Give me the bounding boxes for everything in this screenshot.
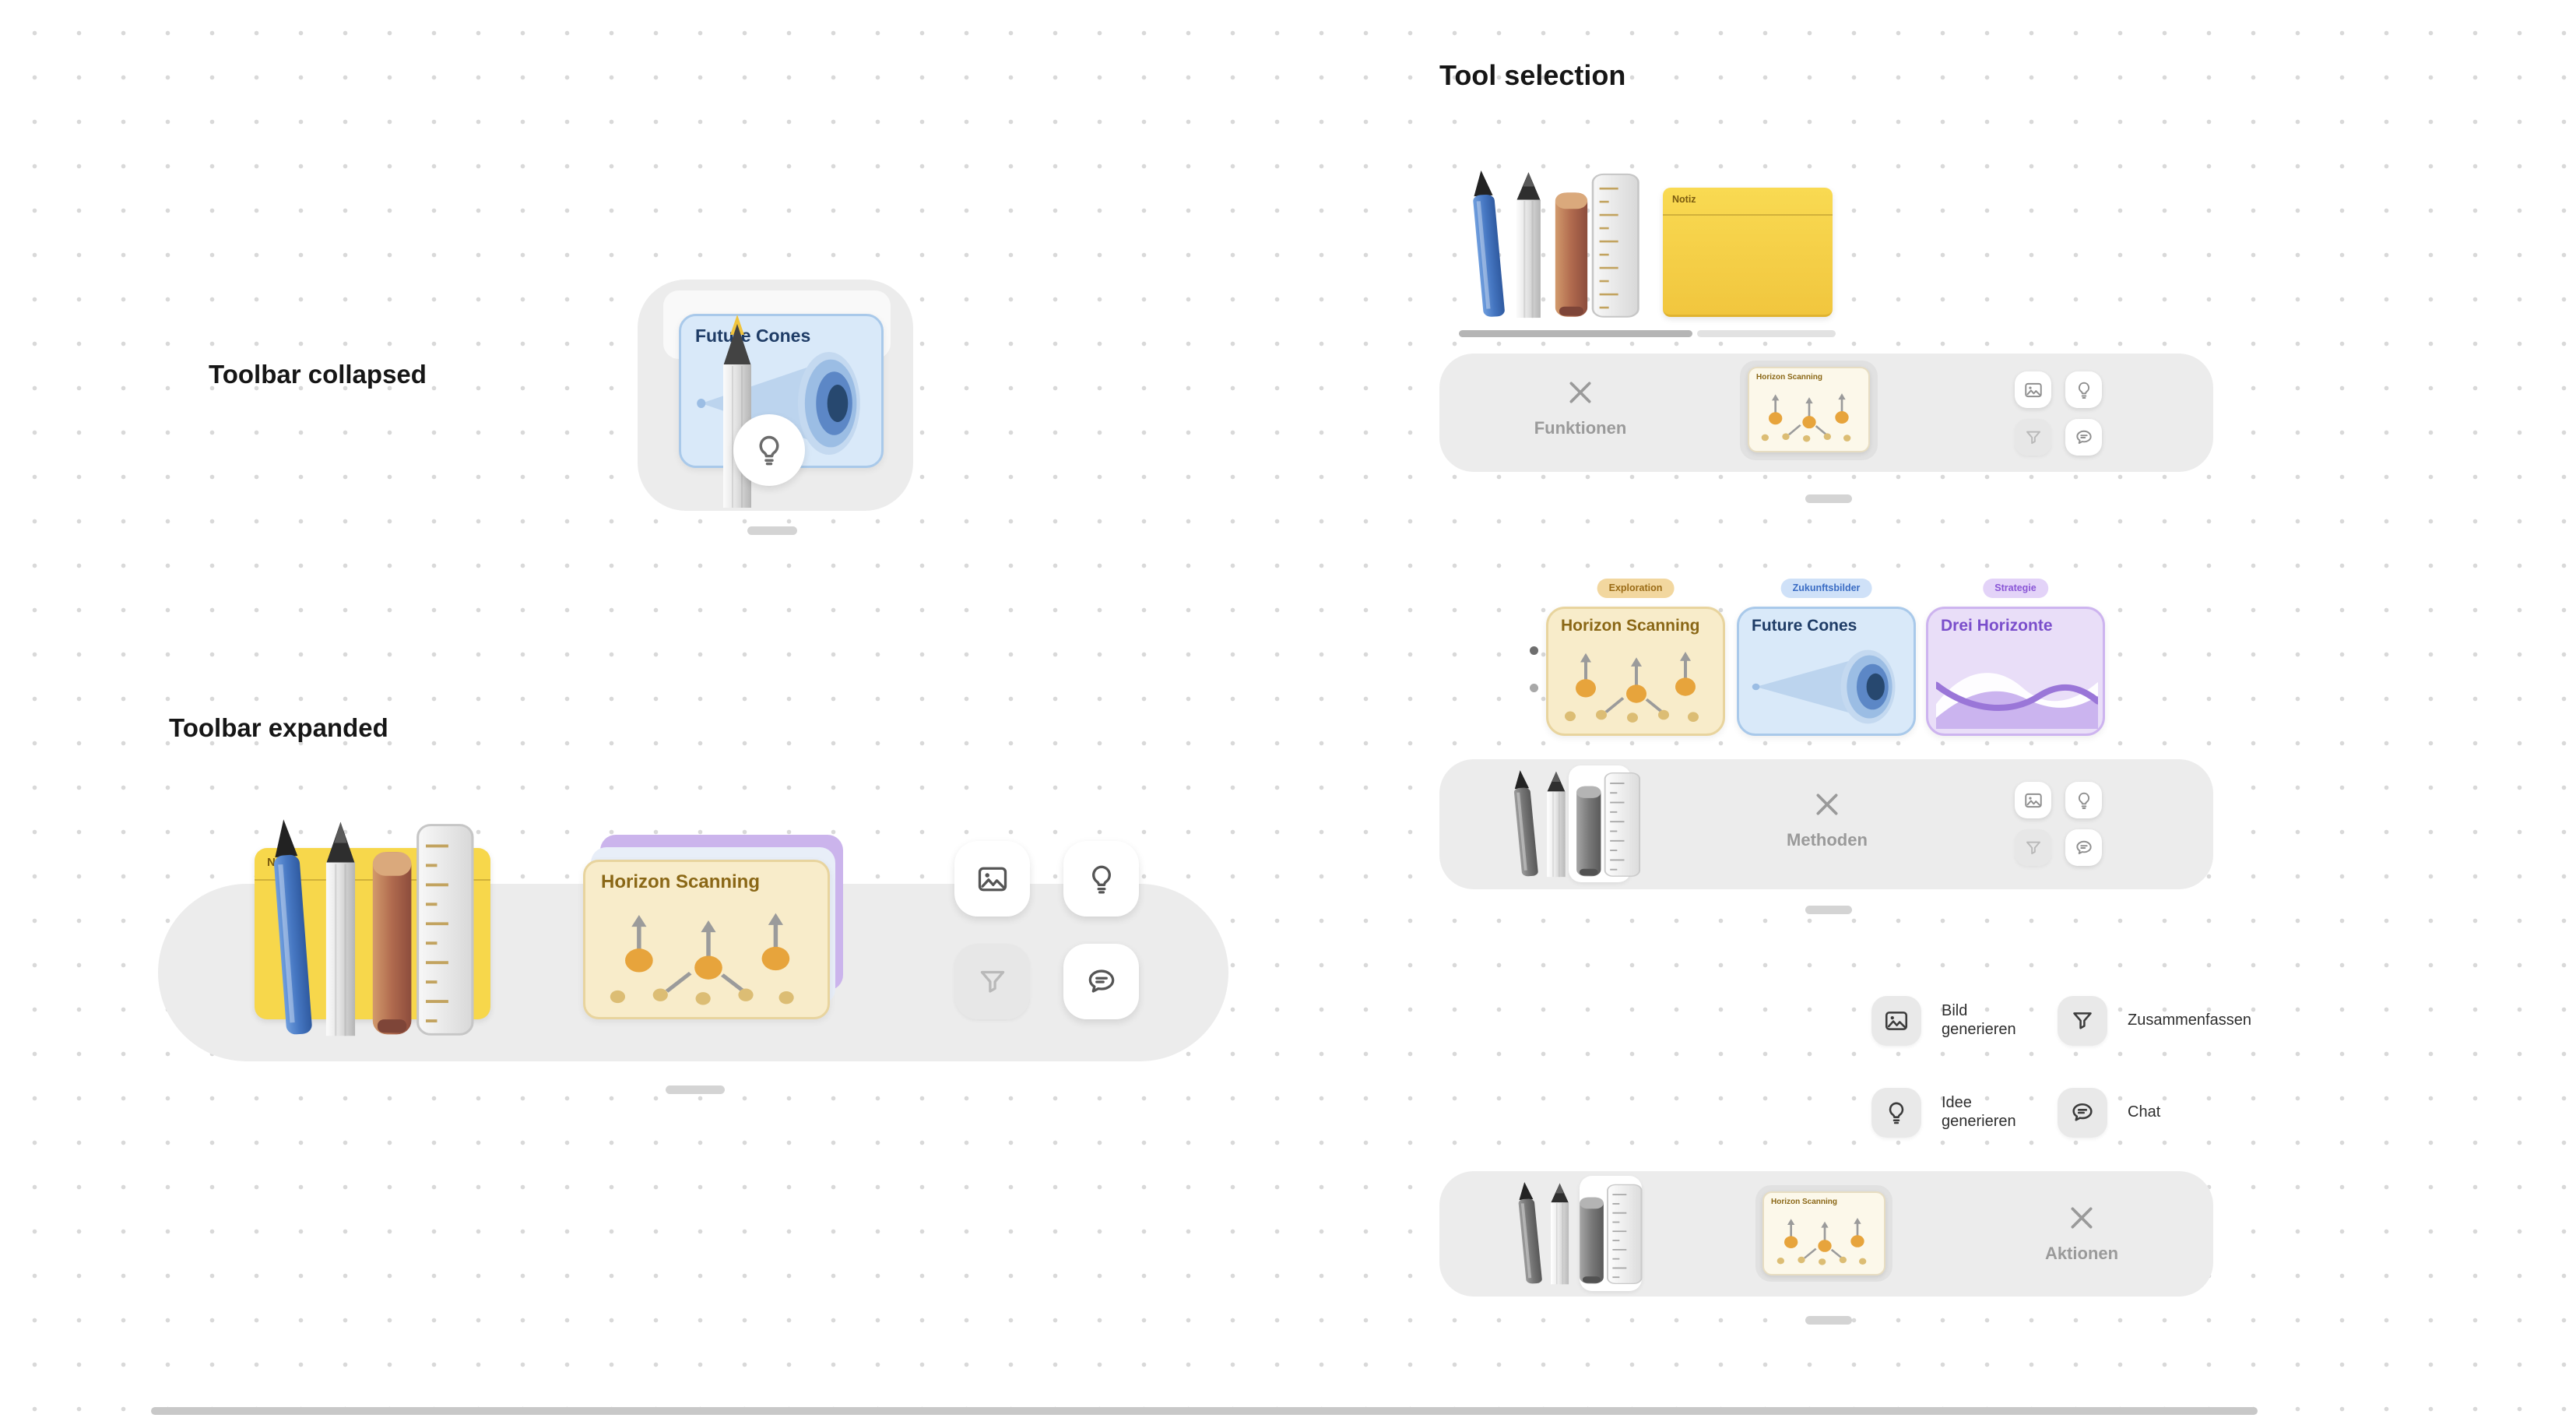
drag-handle[interactable] — [1805, 494, 1852, 503]
filter-icon — [2023, 428, 2044, 448]
drag-handle[interactable] — [747, 526, 797, 535]
image-icon — [2023, 380, 2044, 400]
heading-toolbar-collapsed: Toolbar collapsed — [209, 360, 427, 389]
summarize-button[interactable] — [2058, 996, 2107, 1046]
image-icon — [2023, 790, 2044, 811]
generate-idea-button[interactable] — [2065, 782, 2102, 818]
drei-horizonte-illustration — [1936, 646, 2098, 729]
action-zusammenfassen: Zusammenfassen — [2058, 996, 2251, 1046]
drawing-tools[interactable] — [1508, 1180, 1657, 1286]
tools-scrollbar-track — [1697, 330, 1836, 337]
generate-image-button[interactable] — [2015, 782, 2051, 818]
close-methoden[interactable]: Methoden — [1753, 789, 1901, 850]
close-icon — [1565, 377, 1596, 408]
lightbulb-icon — [2074, 790, 2094, 811]
future-cones-illustration — [1744, 643, 1910, 730]
chat-icon — [2069, 1100, 2096, 1126]
horizontal-scrollbar[interactable] — [151, 1407, 2258, 1415]
method-card-drei-horizonte[interactable]: Drei Horizonte — [1926, 607, 2105, 736]
filter-icon — [2069, 1008, 2096, 1034]
card-title: Horizon Scanning — [601, 871, 760, 892]
mini-card-title: Horizon Scanning — [1756, 373, 1822, 382]
mini-method-card-horizon-scanning[interactable]: Horizon Scanning — [1748, 367, 1870, 452]
lightbulb-icon — [1084, 862, 1119, 896]
action-chat: Chat — [2058, 1088, 2160, 1138]
lightbulb-icon — [751, 432, 787, 468]
drawing-tools[interactable] — [1503, 769, 1656, 879]
image-icon — [975, 862, 1010, 896]
lightbulb-icon — [2074, 380, 2094, 400]
action-label: Chat — [2128, 1103, 2161, 1121]
note-line — [1663, 214, 1833, 216]
category-badge-strategie: Strategie — [1983, 579, 2048, 598]
horizon-scanning-illustration — [1770, 1213, 1879, 1269]
chat-button[interactable] — [2058, 1088, 2107, 1138]
action-label: Zusammenfassen — [2128, 1012, 2251, 1029]
chat-button[interactable] — [2065, 829, 2102, 866]
note-title: Notiz — [1672, 194, 1696, 205]
card-title: Horizon Scanning — [1561, 617, 1700, 635]
generate-image-button[interactable] — [2015, 371, 2051, 408]
chat-button[interactable] — [1063, 944, 1139, 1019]
heading-tool-selection: Tool selection — [1439, 59, 1626, 91]
close-icon — [1812, 789, 1843, 820]
action-label: Idee generieren — [1942, 1094, 2016, 1130]
drag-handle[interactable] — [1805, 1316, 1852, 1325]
idea-button[interactable] — [733, 414, 805, 486]
chat-icon — [2074, 428, 2094, 448]
chat-icon — [1084, 965, 1119, 999]
mini-card-title: Horizon Scanning — [1771, 1198, 1837, 1206]
pagination-dot[interactable] — [1530, 646, 1538, 655]
horizon-scanning-illustration — [596, 904, 821, 1013]
action-label: Bild generieren — [1942, 1002, 2016, 1038]
method-card-horizon-scanning[interactable]: Horizon Scanning — [583, 860, 830, 1019]
generate-image-button[interactable] — [954, 841, 1030, 917]
drawing-tools[interactable] — [257, 816, 498, 1040]
drawing-tools[interactable] — [1459, 168, 1660, 321]
tools-scrollbar-thumb[interactable] — [1459, 330, 1692, 337]
close-funktionen[interactable]: Funktionen — [1506, 377, 1654, 438]
card-title: Future Cones — [695, 325, 811, 346]
close-icon — [2066, 1202, 2097, 1233]
category-badge-exploration: Exploration — [1597, 579, 1675, 598]
note-line — [255, 879, 490, 881]
image-icon — [1883, 1008, 1910, 1034]
filter-icon — [975, 965, 1010, 999]
chat-button[interactable] — [2065, 419, 2102, 456]
sticky-note-tool[interactable]: Notiz — [1663, 188, 1833, 317]
action-bild-generieren: Bild generieren — [1871, 996, 2037, 1046]
method-card-future-cones[interactable]: Future Cones — [1737, 607, 1916, 736]
chat-icon — [2074, 838, 2094, 858]
card-title: Drei Horizonte — [1941, 617, 2053, 635]
close-aktionen[interactable]: Aktionen — [2008, 1202, 2156, 1264]
drag-handle[interactable] — [1805, 906, 1852, 914]
generate-idea-button[interactable] — [1871, 1088, 1921, 1138]
category-badge-zukunftsbilder: Zukunftsbilder — [1780, 579, 1872, 598]
mini-method-card-horizon-scanning[interactable]: Horizon Scanning — [1762, 1191, 1885, 1275]
summarize-button[interactable] — [954, 944, 1030, 1019]
methoden-panel — [1439, 759, 2213, 889]
action-idee-generieren: Idee generieren — [1871, 1088, 2037, 1138]
summarize-button[interactable] — [2015, 419, 2051, 456]
pagination-dot[interactable] — [1530, 684, 1538, 692]
heading-toolbar-expanded: Toolbar expanded — [169, 713, 388, 742]
generate-idea-button[interactable] — [1063, 841, 1139, 917]
summarize-button[interactable] — [2015, 829, 2051, 866]
horizon-scanning-illustration — [1755, 389, 1864, 446]
lightbulb-icon — [1883, 1100, 1910, 1126]
panel-label: Methoden — [1787, 830, 1868, 850]
card-title: Future Cones — [1752, 617, 1857, 635]
generate-image-button[interactable] — [1871, 996, 1921, 1046]
horizon-scanning-illustration — [1555, 645, 1718, 729]
panel-label: Aktionen — [2044, 1244, 2119, 1263]
method-card-horizon-scanning[interactable]: Horizon Scanning — [1546, 607, 1725, 736]
panel-label: Funktionen — [1534, 418, 1627, 438]
drag-handle[interactable] — [666, 1085, 725, 1094]
generate-idea-button[interactable] — [2065, 371, 2102, 408]
filter-icon — [2023, 838, 2044, 858]
